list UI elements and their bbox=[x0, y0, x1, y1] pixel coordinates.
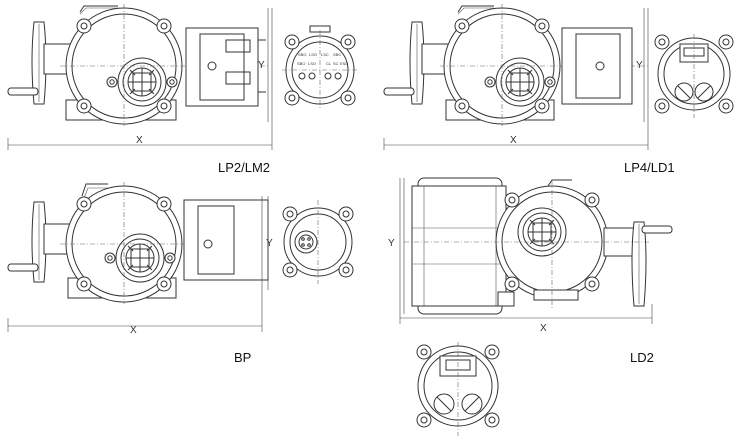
y-dimension-label: Y bbox=[266, 238, 273, 249]
y-dimension-label: Y bbox=[388, 238, 395, 249]
svg-text:LSO: LSO bbox=[309, 52, 317, 57]
terminal-labels: SBO LSO LSC SBC SBO LSO CL SC ESD bbox=[297, 52, 348, 66]
svg-text:SBO: SBO bbox=[297, 61, 305, 66]
drawing-ld2: X Y LD2 bbox=[388, 177, 673, 436]
caption-lp2-lm2: LP2/LM2 bbox=[218, 160, 270, 175]
caption-ld2: LD2 bbox=[630, 350, 654, 365]
caption-bp: BP bbox=[234, 350, 251, 365]
x-dimension-label: X bbox=[510, 135, 517, 146]
svg-text:SC: SC bbox=[333, 61, 339, 66]
x-dimension-label: X bbox=[540, 323, 547, 334]
drawing-bp: X Y BP bbox=[7, 182, 354, 365]
svg-text:LSO: LSO bbox=[308, 61, 316, 66]
x-dimension-label: X bbox=[130, 325, 137, 336]
caption-lp4-ld1: LP4/LD1 bbox=[624, 160, 675, 175]
svg-text:CL: CL bbox=[326, 61, 332, 66]
drawing-lp2-lm2: X Y SBO LSO LSC SBC SBO LSO CL SC ESD LP… bbox=[7, 4, 358, 175]
y-dimension-label: Y bbox=[258, 60, 265, 71]
svg-text:ESD: ESD bbox=[340, 61, 348, 66]
svg-text:LSC: LSC bbox=[321, 52, 329, 57]
y-dimension-label: Y bbox=[636, 60, 643, 71]
x-dimension-label: X bbox=[136, 135, 143, 146]
svg-text:SBO: SBO bbox=[298, 52, 306, 57]
drawing-lp4-ld1: X Y LP4/LD1 bbox=[383, 4, 734, 175]
svg-text:SBC: SBC bbox=[333, 52, 341, 57]
